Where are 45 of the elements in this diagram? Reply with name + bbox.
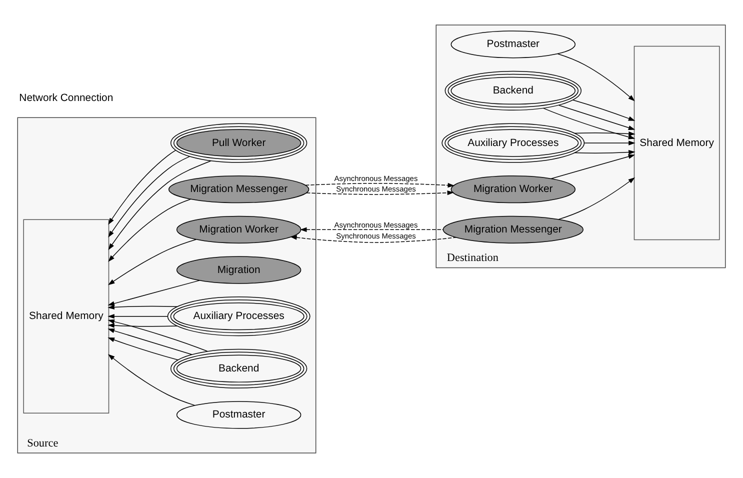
edge-label: Synchronous Messages xyxy=(336,184,416,194)
arrow xyxy=(550,154,636,179)
arrow xyxy=(108,280,200,306)
arrow xyxy=(574,131,636,136)
node-ellipse: Auxiliary Processes xyxy=(167,296,310,336)
arrow xyxy=(108,150,176,225)
arrow xyxy=(542,108,636,140)
node-ellipse: Postmaster xyxy=(176,401,302,429)
node-ellipse: Migration Messenger xyxy=(442,216,584,244)
node-box: Shared Memory xyxy=(23,219,110,414)
arrow xyxy=(108,323,178,328)
arrow xyxy=(108,160,212,250)
node-ellipse: Migration Worker xyxy=(450,176,576,204)
arrow xyxy=(108,314,168,319)
node-ellipse: Migration Worker xyxy=(176,216,302,244)
arrow xyxy=(290,235,456,243)
arrow xyxy=(306,190,454,196)
arrow xyxy=(108,156,190,238)
node-ellipse: Backend xyxy=(444,70,582,110)
node-ellipse: Pull Worker xyxy=(170,123,308,163)
arrow xyxy=(108,338,178,360)
arrow xyxy=(558,177,635,220)
arrow xyxy=(305,182,455,188)
arrow xyxy=(557,53,635,102)
arrow xyxy=(108,319,208,352)
edge-label: Asynchronous Messages xyxy=(334,220,418,230)
arrow xyxy=(108,239,196,286)
node-ellipse: Postmaster xyxy=(450,30,576,58)
arrow xyxy=(572,100,636,121)
arrow xyxy=(558,104,636,130)
edge-label: Asynchronous Messages xyxy=(334,174,418,184)
arrow xyxy=(108,328,192,355)
edge-label: Synchronous Messages xyxy=(336,232,416,241)
arrow xyxy=(108,198,191,262)
arrow xyxy=(584,140,636,146)
node-ellipse: Backend xyxy=(170,348,308,388)
node-box: Shared Memory xyxy=(634,46,720,240)
node-ellipse: Migration Messenger xyxy=(168,176,310,204)
arrow xyxy=(108,354,196,406)
arrow xyxy=(108,304,178,310)
label: Network Connection xyxy=(19,92,114,104)
arrow xyxy=(574,150,636,155)
node-ellipse: Migration xyxy=(176,256,302,284)
node-ellipse: Auxiliary Processes xyxy=(442,123,585,163)
arrow xyxy=(300,227,444,232)
